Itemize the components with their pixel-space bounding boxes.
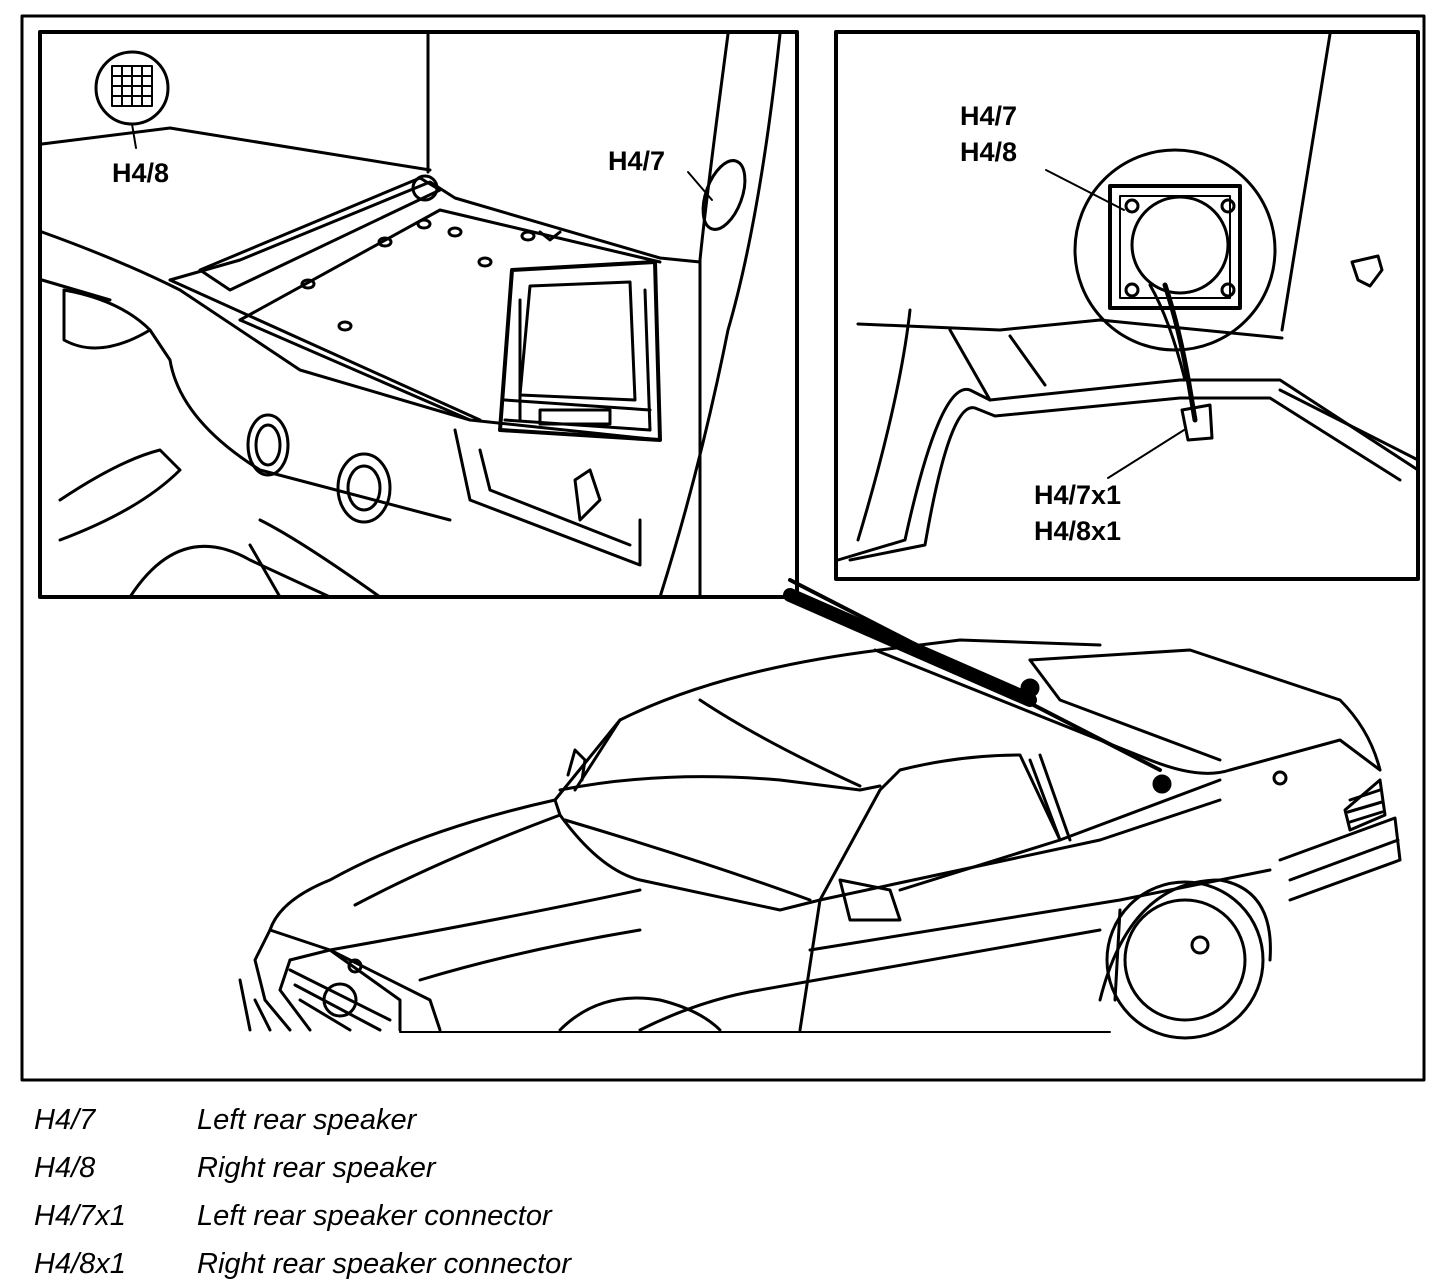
legend: H4/7 Left rear speaker H4/8 Right rear s… [34, 1096, 1034, 1288]
speaker-location-diagram: H4/8 H4/7 H4/7 H4/8 H4/7x1 H4/8x1 [20, 14, 1426, 1082]
outer-frame [20, 14, 1426, 1082]
legend-row: H4/8 Right rear speaker [34, 1144, 1034, 1192]
car-body-drawing [238, 638, 1402, 1040]
speaker-grille-icon [111, 65, 153, 107]
legend-row: H4/7 Left rear speaker [34, 1096, 1034, 1144]
callout-h4-8x1-right: H4/8x1 [1034, 516, 1121, 546]
callout-h4-8-right: H4/8 [960, 137, 1017, 167]
legend-code: H4/8x1 [34, 1247, 126, 1280]
right-inset-frame [834, 30, 1420, 581]
left-inset-frame [38, 30, 799, 599]
callout-h4-7-left: H4/7 [608, 146, 665, 176]
callout-h4-7x1-right: H4/7x1 [1034, 480, 1121, 510]
legend-description: Left rear speaker [197, 1103, 417, 1136]
legend-row: H4/7x1 Left rear speaker connector [34, 1192, 1034, 1240]
legend-code: H4/7 [34, 1103, 96, 1136]
callout-h4-7-right: H4/7 [960, 101, 1017, 131]
legend-code: H4/8 [34, 1151, 96, 1184]
callout-h4-8-left: H4/8 [112, 158, 169, 188]
right-inset-drawing [834, 30, 1420, 581]
left-inset-drawing [38, 30, 799, 599]
legend-row: H4/8x1 Right rear speaker connector [34, 1240, 1034, 1288]
legend-description: Right rear speaker [197, 1151, 436, 1184]
legend-description: Right rear speaker connector [197, 1247, 571, 1280]
legend-code: H4/7x1 [34, 1199, 126, 1232]
legend-description: Left rear speaker connector [197, 1199, 552, 1232]
